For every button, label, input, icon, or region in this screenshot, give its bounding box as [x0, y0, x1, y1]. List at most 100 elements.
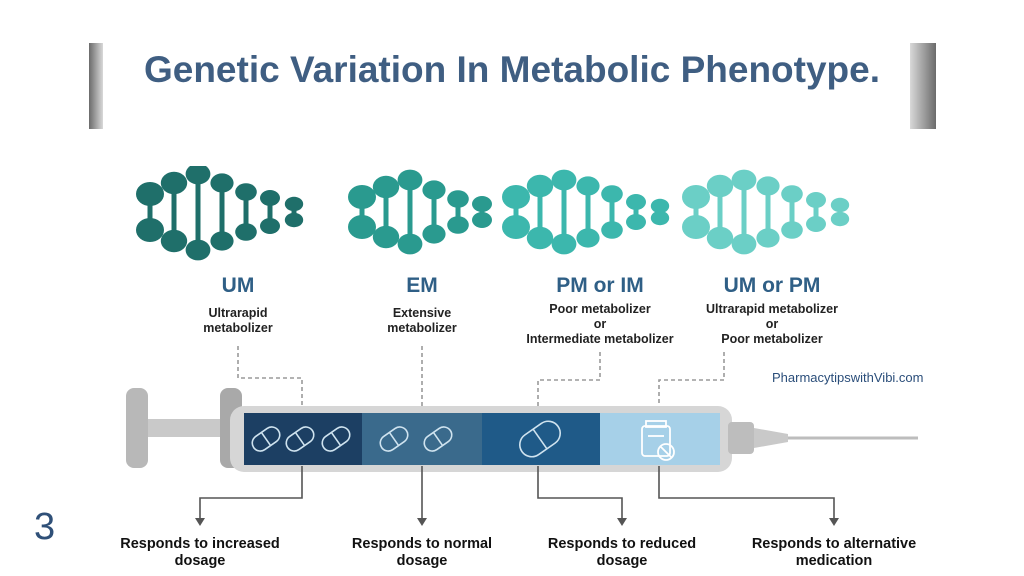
desc-line: or — [765, 317, 779, 331]
connector-outcome-pm-im — [537, 466, 623, 520]
outcome-line: Responds to alternative — [751, 536, 917, 552]
dna-node — [830, 211, 850, 227]
outcome-line: Responds to increased — [120, 536, 280, 552]
dna-node — [601, 221, 623, 239]
dashed-connectors — [237, 346, 725, 416]
desc-line: Poor metabolizer — [721, 332, 823, 346]
plunger-thumb-rest — [126, 388, 148, 468]
metabolic-phenotype-diagram: UM Ultrarapid metabolizer EM Extensive m… — [92, 166, 942, 574]
dna-node — [626, 214, 646, 230]
outcome-um: Responds to increased dosage — [92, 536, 308, 570]
dna-node — [235, 223, 257, 241]
outcome-pm-im: Responds to reduced dosage — [520, 536, 724, 570]
desc-line: or — [593, 317, 607, 331]
dna-node — [731, 233, 757, 255]
dna-node — [502, 185, 530, 209]
dna-node — [260, 190, 280, 206]
label-desc-um: Ultrarapid metabolizer — [168, 306, 308, 336]
label-abbr-pm-im: PM or IM — [556, 274, 644, 297]
dna-node — [806, 192, 826, 208]
dna-node — [706, 174, 734, 198]
outcome-line: Responds to normal — [351, 536, 493, 552]
connector-um-pm — [658, 352, 725, 416]
dna-node — [160, 171, 188, 195]
desc-line: metabolizer — [387, 321, 457, 335]
dna-node — [551, 233, 577, 255]
dna-helix-group — [136, 166, 850, 261]
dna-node — [756, 176, 780, 196]
dna-node — [348, 215, 376, 239]
desc-line: Intermediate metabolizer — [526, 332, 674, 346]
outcome-em: Responds to normal dosage — [324, 536, 520, 570]
dna-node — [551, 169, 577, 191]
dna-node — [601, 185, 623, 203]
dna-node — [682, 185, 710, 209]
slide-title: Genetic Variation In Metabolic Phenotype… — [143, 49, 881, 90]
dna-node — [422, 224, 446, 244]
capsule-icon — [321, 426, 351, 452]
dna-node — [806, 216, 826, 232]
dna-node — [756, 228, 780, 248]
dna-node — [136, 182, 164, 206]
syringe — [126, 388, 918, 472]
dna-node — [576, 176, 600, 196]
dna-node — [372, 175, 400, 199]
dna-node — [284, 196, 304, 212]
capsule-icon — [285, 426, 315, 452]
arrowheads — [195, 518, 839, 526]
left-accent-bar — [89, 43, 103, 129]
outcome-line: dosage — [396, 553, 448, 569]
page-number: 3 — [34, 506, 56, 548]
dna-node — [185, 166, 211, 185]
dna-node — [397, 169, 423, 191]
outcome-connectors — [199, 466, 835, 520]
dna-node — [781, 185, 803, 203]
dna-node — [502, 215, 530, 239]
label-abbr-em: EM — [406, 274, 438, 297]
dna-node — [526, 226, 554, 250]
dna-node — [447, 216, 469, 234]
connector-outcome-um-pm — [658, 466, 835, 520]
label-desc-em: Extensive metabolizer — [352, 306, 492, 336]
outcome-um-pm: Responds to alternative medication — [726, 536, 942, 570]
capsule-icon — [251, 426, 281, 452]
capsule-icon — [423, 426, 453, 452]
connector-outcome-um — [199, 466, 303, 520]
large-capsule-icon — [519, 420, 561, 458]
dna-node — [830, 197, 850, 213]
dna-node — [781, 221, 803, 239]
label-abbr-um-pm: UM or PM — [723, 274, 821, 297]
dna-node — [650, 210, 670, 226]
segment-um — [244, 413, 362, 465]
dna-node — [235, 183, 257, 201]
label-abbr-um: UM — [221, 274, 255, 297]
dna-node — [447, 190, 469, 208]
dna-node — [422, 180, 446, 200]
dna-node — [210, 173, 234, 193]
dna-node — [348, 185, 376, 209]
segment-em — [362, 413, 482, 465]
dna-node — [397, 233, 423, 255]
capsule-icon — [379, 426, 409, 452]
needle-base — [754, 428, 788, 448]
segment-pm-im — [482, 413, 600, 465]
desc-line: Poor metabolizer — [549, 302, 651, 316]
dna-node — [210, 231, 234, 251]
desc-line: Ultrarapid — [208, 306, 268, 320]
dna-node — [472, 196, 492, 212]
desc-line: Ultrarapid metabolizer — [706, 302, 838, 316]
dna-node — [372, 225, 400, 249]
arrowhead — [195, 518, 205, 526]
dna-node — [284, 212, 304, 228]
watermark-text: PharmacytipswithVibi.com — [772, 370, 924, 385]
connector-um — [237, 346, 303, 416]
label-desc-pm-im: Poor metabolizer or Intermediate metabol… — [500, 302, 700, 347]
dna-node — [160, 229, 188, 253]
syringe-hub — [728, 422, 754, 454]
dna-node — [706, 226, 734, 250]
desc-line: Extensive — [392, 306, 452, 320]
dna-node — [185, 239, 211, 261]
medicine-bottle-icon — [641, 420, 675, 461]
diagram-graphics — [126, 166, 918, 526]
plunger-rod — [148, 419, 230, 437]
